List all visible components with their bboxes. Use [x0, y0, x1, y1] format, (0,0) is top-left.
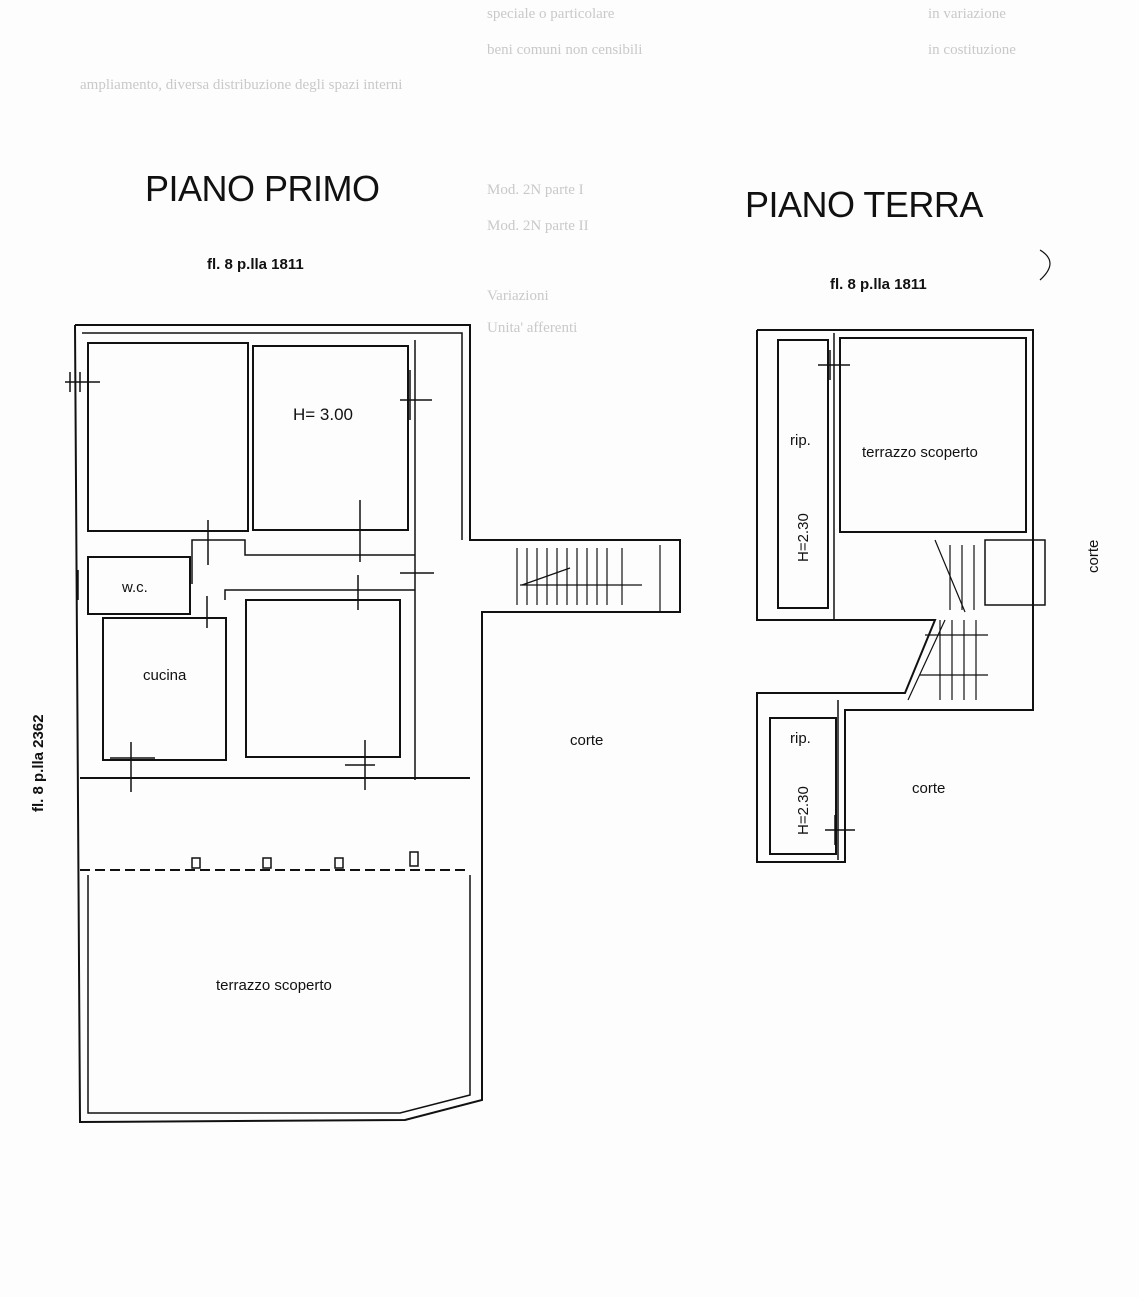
- corte-label: corte: [570, 732, 603, 749]
- outer-wall: [756, 329, 1034, 863]
- piano-terra-parcel-ref: fl. 8 p.lla 1811: [830, 276, 927, 293]
- height-label-1: H=2.30: [795, 513, 812, 562]
- room-1: [87, 342, 249, 532]
- stairs: [907, 539, 988, 701]
- ghost-text: beni comuni non censibili: [487, 42, 643, 58]
- ghost-text: ampliamento, diversa distribuzione degli…: [80, 77, 403, 93]
- pen-mark: [1039, 249, 1051, 281]
- ghost-text: speciale o particolare: [487, 6, 615, 22]
- cucina-room: [102, 617, 227, 761]
- side-parcel-ref: fl. 8 p.lla 2362: [30, 714, 47, 812]
- piano-primo-title: PIANO PRIMO: [145, 168, 380, 209]
- height-label-2: H=2.30: [795, 786, 812, 835]
- room-2: [252, 345, 409, 531]
- room-3: [245, 599, 401, 758]
- corte-label: corte: [912, 780, 945, 797]
- outer-wall: [74, 324, 681, 1124]
- piano-terra-plan: [756, 329, 1046, 863]
- pillars: [191, 851, 419, 869]
- ghost-text: Variazioni: [487, 288, 549, 304]
- rip-label-2: rip.: [790, 730, 811, 747]
- piano-primo-plan: [65, 324, 681, 1124]
- piano-terra-title: PIANO TERRA: [745, 184, 983, 225]
- rip-room-1: [777, 339, 829, 609]
- terrazzo-label: terrazzo scoperto: [216, 977, 332, 994]
- corte-side-label: corte: [1085, 540, 1102, 573]
- ghost-text: Mod. 2N parte II: [487, 218, 589, 234]
- ghost-text: in variazione: [928, 6, 1006, 22]
- stairs: [516, 545, 661, 612]
- ghost-text: Mod. 2N parte I: [487, 182, 584, 198]
- rip-room-2: [769, 717, 837, 855]
- window-marks: [65, 370, 434, 792]
- ghost-text: Unita' afferenti: [487, 320, 578, 336]
- window-marks: [818, 350, 855, 845]
- ghost-text: in costituzione: [928, 42, 1016, 58]
- wc-room: [87, 556, 191, 615]
- piano-primo-parcel-ref: fl. 8 p.lla 1811: [207, 256, 304, 273]
- terrazzo-label: terrazzo scoperto: [862, 444, 978, 461]
- rip-label-1: rip.: [790, 432, 811, 449]
- terrazzo-room: [839, 337, 1027, 533]
- wc-label: w.c.: [121, 579, 148, 596]
- cucina-label: cucina: [143, 667, 187, 684]
- room-height-label: H= 3.00: [293, 405, 353, 424]
